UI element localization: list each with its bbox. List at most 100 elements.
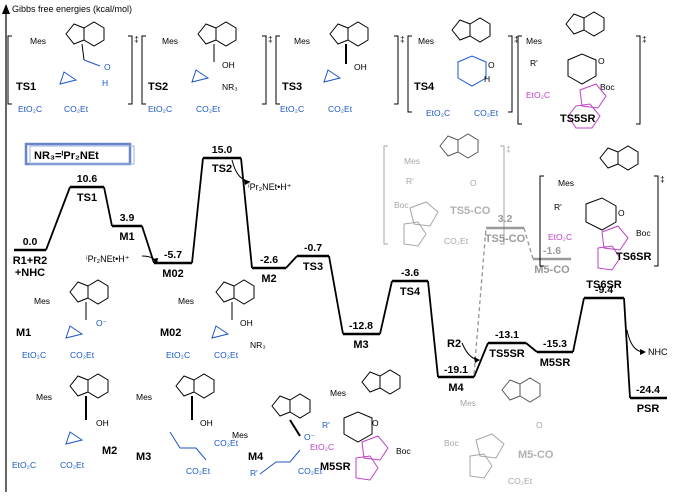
svg-text:NR₃: NR₃	[222, 82, 238, 92]
svg-text:EtO₂C: EtO₂C	[526, 90, 550, 100]
grey-energy-path	[473, 226, 571, 375]
energy-m4: -19.1	[444, 364, 468, 376]
svg-text:Mes: Mes	[294, 36, 310, 46]
energy-ts5sr: -13.1	[495, 329, 519, 341]
energy-ts1: 10.6	[77, 173, 98, 185]
structure-ts3: Mes OH TS3 EtO₂C CO₂Et ‡	[275, 21, 405, 114]
svg-text:CO₂Et: CO₂Et	[60, 460, 85, 470]
energy-r1r2: 0.0	[23, 236, 38, 248]
label-ts4: TS4	[400, 286, 421, 298]
svg-text:OH: OH	[200, 418, 213, 428]
svg-text:‡: ‡	[400, 34, 405, 44]
svg-text:CO₂Et: CO₂Et	[508, 476, 533, 486]
annotation-nhc: NHC	[648, 347, 668, 357]
svg-text:R': R'	[530, 58, 538, 68]
energy-m5co: -1.6	[543, 245, 561, 257]
svg-text:M4: M4	[248, 451, 264, 463]
structure-m5co: Mes O Boc M5-CO CO₂Et	[444, 377, 554, 486]
structure-m02: Mes OH NR₃ M02 EtO₂C CO₂Et	[160, 279, 266, 360]
y-axis-arrow-icon	[2, 4, 10, 14]
svg-text:EtO₂C: EtO₂C	[280, 104, 304, 114]
svg-text:NR₃: NR₃	[250, 340, 266, 350]
svg-text:CO₂Et: CO₂Et	[444, 236, 469, 246]
svg-text:H: H	[102, 78, 108, 88]
annotation-base-add: ⁱPr₂NEt•H⁺	[86, 254, 130, 264]
energy-ts5co: 3.2	[498, 213, 513, 225]
svg-text:CO₂Et: CO₂Et	[214, 438, 239, 448]
svg-text:‡: ‡	[134, 34, 139, 44]
svg-text:‡: ‡	[268, 34, 273, 44]
svg-text:‡: ‡	[506, 144, 511, 154]
svg-text:TS2: TS2	[148, 81, 168, 93]
svg-text:O: O	[536, 420, 543, 430]
svg-text:CO₂Et: CO₂Et	[186, 466, 211, 476]
svg-text:Mes: Mes	[418, 36, 434, 46]
svg-text:EtO₂C: EtO₂C	[148, 104, 172, 114]
label-m5co: M5-CO	[534, 264, 570, 276]
structure-m1: Mes O⁻ M1 EtO₂C CO₂Et	[16, 279, 109, 360]
label-ts3: TS3	[303, 261, 323, 273]
energy-ts2: 15.0	[212, 144, 233, 156]
svg-text:OH: OH	[222, 60, 235, 70]
y-axis-label: Gibbs free energies (kcal/mol)	[12, 4, 132, 14]
svg-text:Mes: Mes	[36, 392, 52, 402]
svg-text:Mes: Mes	[330, 388, 346, 398]
svg-text:Mes: Mes	[404, 156, 420, 166]
structure-m3: Mes OH CO₂Et M3 CO₂Et	[136, 373, 239, 476]
svg-text:TS1: TS1	[16, 81, 36, 93]
svg-text:Mes: Mes	[178, 296, 194, 306]
svg-text:O: O	[372, 418, 379, 428]
svg-text:Mes: Mes	[558, 178, 574, 188]
svg-text:R': R'	[406, 176, 414, 186]
energy-ts3: -0.7	[304, 242, 322, 254]
label-m2: M2	[261, 273, 276, 285]
svg-text:H: H	[484, 74, 490, 84]
svg-text:TS4: TS4	[414, 81, 435, 93]
svg-text:M2: M2	[102, 445, 117, 457]
energy-m5sr: -15.3	[543, 338, 567, 350]
svg-text:R': R'	[322, 420, 330, 430]
level-labels: R1+R2 +NHC TS1 M1 M02 TS2 M2 TS3 M3 TS4 …	[13, 163, 660, 415]
label-ts2: TS2	[212, 163, 232, 175]
energy-m1: 3.9	[120, 212, 135, 224]
annotations: ⁱPr₂NEt•H⁺ ⁱPr₂NEt•H⁺ R2 NHC	[86, 159, 668, 363]
label-ts6sr: TS6SR	[586, 279, 622, 291]
energy-m2: -2.6	[260, 254, 278, 266]
svg-text:CO₂Et: CO₂Et	[64, 104, 89, 114]
svg-text:Mes: Mes	[136, 392, 152, 402]
label-m5sr: M5SR	[540, 357, 571, 369]
svg-text:M5-CO: M5-CO	[518, 449, 554, 461]
svg-text:O: O	[488, 60, 495, 70]
svg-text:R': R'	[250, 468, 258, 478]
structure-ts5co: Mes R' O Boc TS5-CO CO₂Et ‡	[383, 133, 511, 247]
arrow-nhc-icon	[626, 329, 645, 353]
svg-text:‡: ‡	[514, 34, 519, 44]
svg-text:TS3: TS3	[282, 81, 302, 93]
energy-ts4: -3.6	[401, 267, 419, 279]
svg-text:Boc: Boc	[394, 200, 409, 210]
annotation-r2: R2	[447, 338, 461, 350]
energy-m02: -5.7	[164, 249, 182, 261]
svg-text:EtO₂C: EtO₂C	[548, 232, 572, 242]
svg-text:TS5SR: TS5SR	[560, 113, 596, 125]
structure-m4: Mes O⁻ R' CO₂Et M4	[232, 393, 323, 478]
svg-text:M02: M02	[160, 327, 181, 339]
svg-text:CO₂Et: CO₂Et	[328, 104, 353, 114]
energy-psr: -24.4	[636, 384, 660, 396]
svg-text:M1: M1	[16, 327, 31, 339]
energy-values: 0.0 10.6 3.9 -5.7 15.0 -2.6 -0.7 -12.8 -…	[23, 144, 660, 396]
svg-text:Boc: Boc	[396, 446, 411, 456]
svg-text:Mes: Mes	[526, 36, 542, 46]
svg-text:Boc: Boc	[444, 438, 459, 448]
label-ts5co: TS5-CO	[485, 233, 526, 245]
energy-m3: -12.8	[349, 320, 373, 332]
svg-text:Mes: Mes	[460, 398, 476, 408]
structure-ts4: Mes O H TS4 EtO₂C CO₂Et ‡	[407, 17, 519, 118]
svg-text:EtO₂C: EtO₂C	[18, 104, 42, 114]
svg-text:M3: M3	[136, 451, 151, 463]
svg-text:OH: OH	[96, 418, 109, 428]
label-r1r2: R1+R2	[13, 255, 48, 267]
label-ts1: TS1	[77, 192, 97, 204]
structure-ts5sr: Mes O R' Boc EtO₂C TS5SR ‡	[517, 11, 647, 129]
structure-ts6sr: Mes R' O Boc EtO₂C TS6SR ‡	[539, 145, 665, 271]
